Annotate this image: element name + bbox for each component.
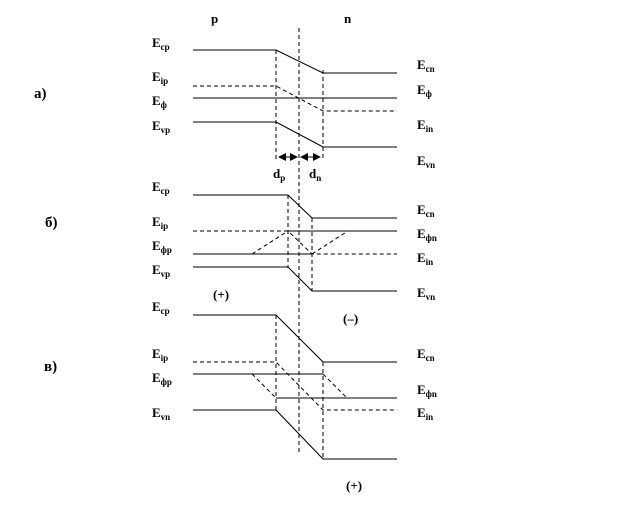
panel-b-quasi-fermi-n — [311, 230, 349, 255]
panel-c-quasi-fermi-n — [322, 373, 348, 399]
panel-c-tag: в) — [44, 359, 57, 375]
panel-b-label-efp: Eфp — [152, 238, 172, 255]
panel-a-label-evp: Evp — [152, 118, 170, 135]
panel-b-bias-left: (+) — [213, 287, 229, 302]
panel-c-conduction-band — [193, 314, 397, 363]
panel-b-label-ein: Ein — [417, 250, 433, 267]
panel-b-label-evp: Evp — [152, 262, 170, 279]
panel-b-label-eip: Eip — [152, 214, 168, 231]
p-region-label: p — [211, 11, 218, 26]
panel-b-label-ecn: Ecn — [417, 202, 435, 219]
panel-b-quasi-fermi-p — [251, 230, 289, 255]
panel-c-label-ecp: Ecp — [152, 299, 170, 316]
panel-b-intrinsic-level — [193, 230, 397, 255]
panel-c: в) Ecp Eip Eфp Evn Ecn Eфn Ein (+) — [44, 299, 437, 493]
panel-a: а) dp dn Ecp Eip Eф Evp Ecn Eф Ein Evn — [34, 35, 435, 183]
panel-a-conduction-band — [193, 49, 397, 74]
panel-b-label-ecp: Ecp — [152, 179, 170, 196]
panel-a-label-ef: Eф — [152, 93, 167, 110]
n-region-label: n — [344, 11, 352, 26]
panel-a-label-eip: Eip — [152, 69, 168, 86]
panel-b: б) Ecp Eip Eфp Evp Ecn Eфn Ein Evn (+) (… — [45, 179, 437, 326]
panel-a-valence-band — [193, 121, 397, 148]
panel-c-intrinsic-level — [193, 361, 397, 411]
panel-b-label-efn: Eфn — [417, 226, 437, 243]
panel-a-label-evn: Evn — [417, 153, 435, 170]
panel-c-valence-band — [193, 409, 397, 460]
panel-c-label-evn: Evn — [152, 405, 170, 422]
panel-b-bias-right: (–) — [343, 311, 358, 326]
panel-b-label-evn: Evn — [417, 285, 435, 302]
panel-a-label-ef-right: Eф — [417, 82, 432, 99]
panel-c-label-efp: Eфp — [152, 370, 172, 387]
panel-a-label-ecp: Ecp — [152, 35, 170, 52]
panel-a-dp-label: dp — [273, 166, 285, 183]
panel-a-dn-label: dn — [309, 166, 321, 183]
panel-a-tag: а) — [34, 86, 47, 102]
panel-c-bias-right: (+) — [346, 478, 362, 493]
panel-a-label-ein: Ein — [417, 117, 433, 134]
panel-c-quasi-fermi-p — [251, 373, 277, 399]
panel-b-conduction-band — [193, 194, 397, 219]
panel-b-tag: б) — [45, 215, 58, 231]
panel-c-label-ein: Ein — [417, 405, 433, 422]
panel-c-label-eip: Eip — [152, 346, 168, 363]
panel-a-label-ecn: Ecn — [417, 57, 435, 74]
panel-c-label-efn: Eфn — [417, 382, 437, 399]
panel-c-label-ecn: Ecn — [417, 346, 435, 363]
panel-b-valence-band — [193, 266, 397, 292]
